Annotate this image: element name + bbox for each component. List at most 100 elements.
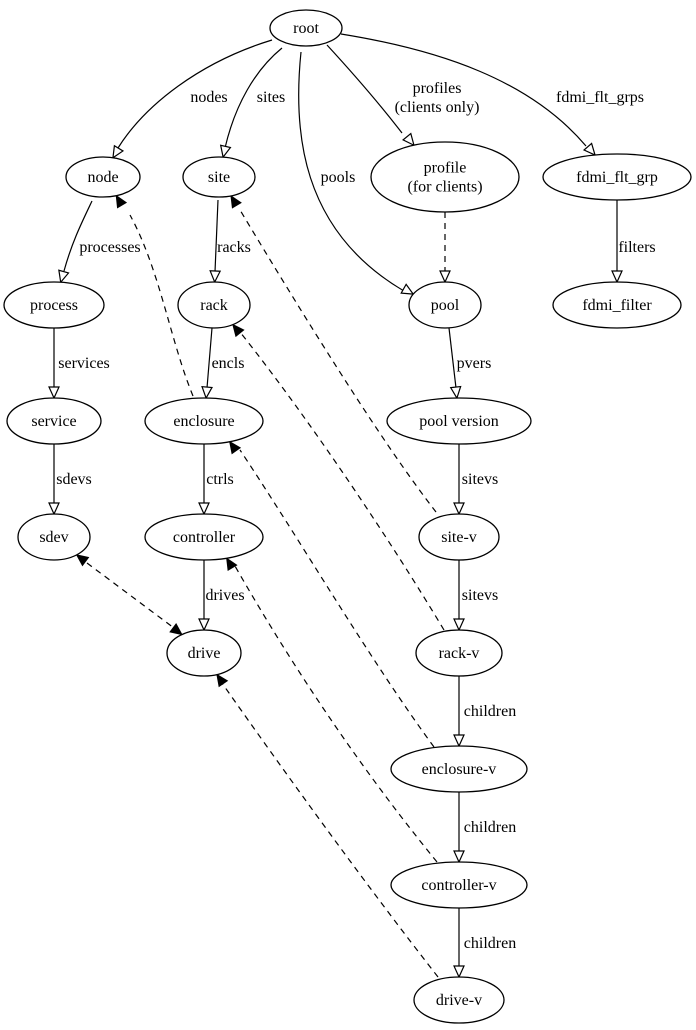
edge-label: filters — [618, 239, 655, 256]
edge-label-group: pvers — [457, 355, 492, 372]
edge-root-to-site — [219, 47, 283, 159]
open-arrowhead-icon — [453, 965, 465, 979]
edge-label: services — [58, 355, 110, 372]
edge-label: sdevs — [56, 471, 92, 488]
node-label: fdmi_filter — [582, 297, 652, 314]
edge-line — [340, 33, 587, 147]
edge-label-group: sdevs — [56, 471, 92, 488]
edge-label-group: services — [58, 355, 110, 372]
node-label: enclosure — [173, 413, 234, 430]
edges-layer — [48, 33, 623, 979]
open-arrowhead-icon — [198, 502, 210, 516]
open-arrowhead-icon — [449, 385, 462, 400]
edge-line — [129, 214, 194, 397]
node-ellipse — [542, 153, 692, 201]
node-label: drive — [188, 645, 221, 662]
open-arrowhead-icon — [453, 734, 465, 748]
filled-arrowhead-icon — [230, 194, 242, 209]
edge-label-group: sites — [257, 89, 285, 106]
node-ellipse — [144, 397, 264, 445]
node-label: fdmi_flt_grp — [576, 169, 658, 186]
edge-line — [221, 682, 439, 978]
filled-arrowhead-icon — [75, 554, 90, 567]
edge-label: profiles — [413, 80, 462, 97]
edge-process-to-service — [48, 328, 60, 400]
node-ellipse — [390, 745, 528, 793]
node-fdmi-flt-grp: fdmi_flt_grp — [542, 153, 692, 201]
edge-line — [239, 449, 435, 748]
edge-drive-v-to-drive — [216, 673, 439, 978]
node-ellipse — [552, 281, 682, 329]
node-label: root — [293, 20, 319, 37]
open-arrowhead-icon — [201, 385, 213, 400]
open-arrowhead-icon — [611, 270, 623, 284]
node-enclosure-v: enclosure-v — [390, 745, 528, 793]
edge-profile-to-pool — [439, 212, 451, 284]
edge-line — [86, 562, 175, 629]
filled-arrowhead-icon — [216, 673, 229, 688]
edge-label-group: children — [464, 819, 516, 836]
node-label: profile — [424, 160, 467, 177]
open-arrowhead-icon — [219, 144, 232, 159]
node-enclosure: enclosure — [144, 397, 264, 445]
edge-site-v-to-site — [230, 194, 437, 513]
edge-label: drives — [205, 587, 244, 604]
edge-line — [239, 331, 445, 631]
edge-label: racks — [217, 239, 251, 256]
edge-label: children — [464, 819, 516, 836]
edge-label-group: ctrls — [206, 471, 234, 488]
edge-root-to-profile — [326, 44, 415, 147]
edge-rack-to-enclosure — [201, 327, 213, 400]
edge-rack-v-to-rack — [232, 323, 445, 631]
node-label: pool — [431, 297, 460, 314]
filled-arrowhead-icon — [228, 440, 242, 455]
edge-label-group: drives — [205, 587, 244, 604]
node-label: pool version — [419, 413, 499, 430]
edge-line — [298, 51, 405, 292]
node-ellipse — [413, 976, 505, 1024]
edge-label-group: racks — [217, 239, 251, 256]
edge-line — [63, 200, 93, 272]
edge-sdev-to-drive — [75, 554, 183, 636]
edge-label: pools — [321, 169, 356, 186]
edge-node-to-process — [58, 200, 93, 284]
node-controller: controller — [144, 513, 264, 561]
edge-label-group: children — [464, 935, 516, 952]
node-label: rack-v — [439, 645, 480, 662]
edge-enclosure-to-node — [115, 194, 194, 397]
node-controller-v: controller-v — [390, 861, 528, 909]
edge-rack-v-to-enclosure-v — [453, 676, 465, 748]
edge-label: (clients only) — [395, 99, 480, 116]
open-arrowhead-icon — [453, 618, 465, 632]
edge-site-v-to-rack-v — [453, 560, 465, 632]
open-arrowhead-icon — [439, 270, 451, 284]
edge-line — [326, 44, 403, 134]
node-ellipse — [3, 281, 105, 329]
edge-label: encls — [212, 355, 245, 372]
edge-label: children — [464, 935, 516, 952]
node-label: node — [87, 169, 118, 186]
node-label: controller — [173, 529, 236, 546]
edge-line — [224, 47, 283, 149]
edge-line — [234, 565, 438, 863]
node-rack-v: rack-v — [415, 629, 503, 677]
edge-label: pvers — [457, 355, 492, 372]
edge-pool-to-pool-version — [448, 327, 462, 400]
open-arrowhead-icon — [453, 850, 465, 864]
node-rack: rack — [177, 281, 251, 329]
open-arrowhead-icon — [453, 502, 465, 516]
edge-label-group: (clients only) — [395, 99, 480, 116]
node-pool: pool — [408, 281, 482, 329]
edge-enclosure-v-to-controller-v — [453, 792, 465, 864]
node-process: process — [3, 281, 105, 329]
open-arrowhead-icon — [198, 618, 210, 632]
open-arrowhead-icon — [112, 144, 125, 159]
edge-label-group: sitevs — [462, 471, 498, 488]
node-ellipse — [144, 513, 264, 561]
open-arrowhead-icon — [401, 132, 415, 147]
edge-line — [206, 327, 213, 389]
edge-service-to-sdev — [48, 444, 60, 516]
node-root: root — [269, 9, 343, 47]
